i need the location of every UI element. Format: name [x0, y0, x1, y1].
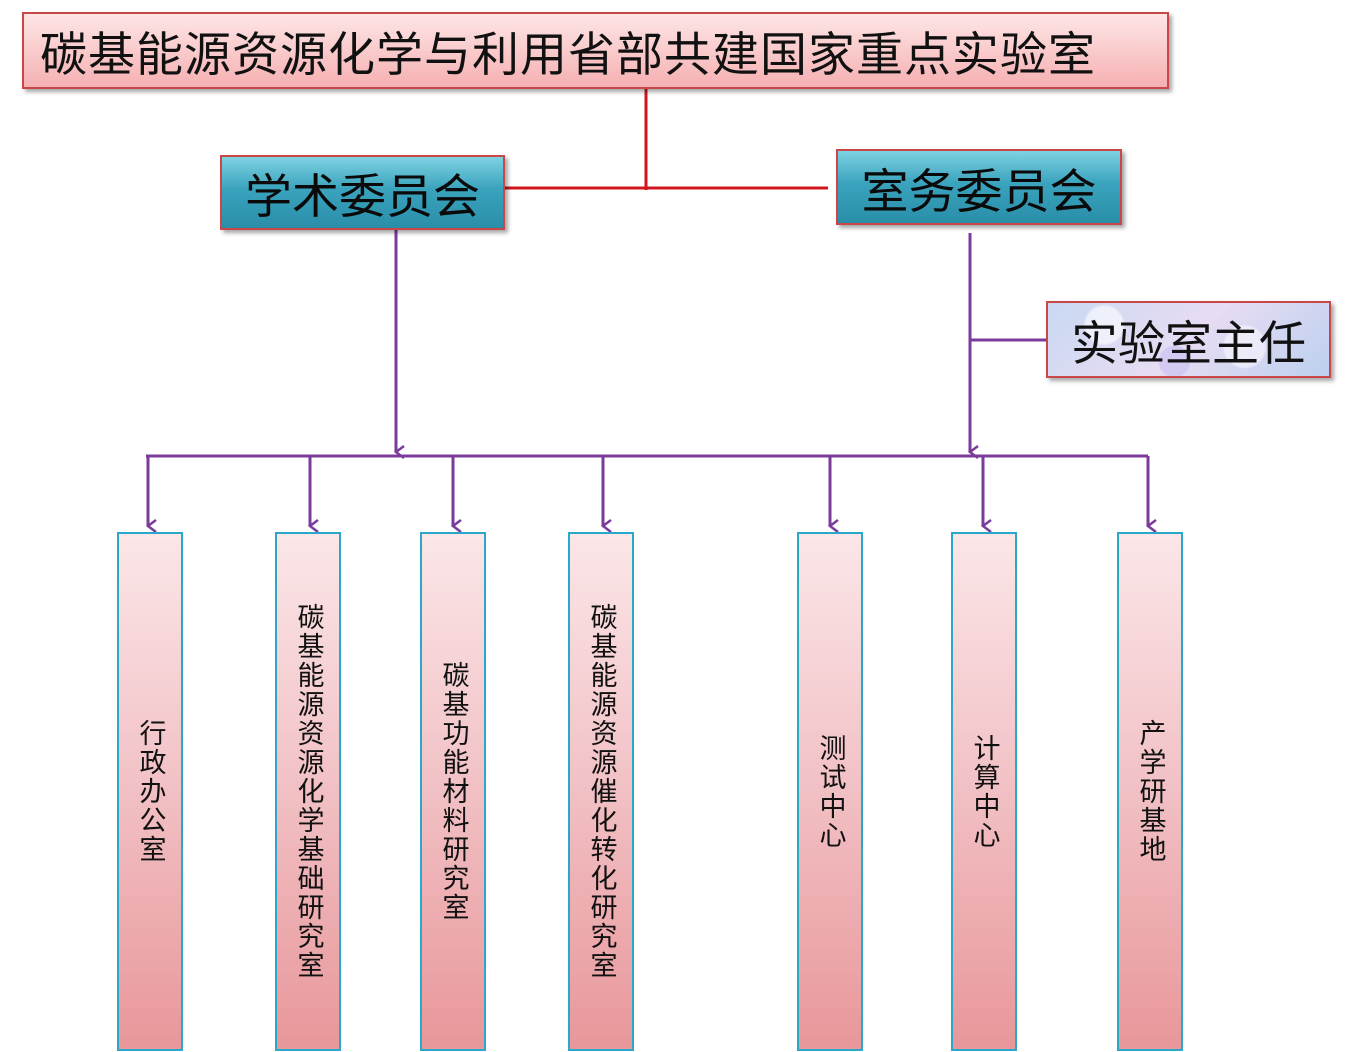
unit-box-testing-center: 测试中心	[797, 532, 863, 1051]
lab-director-label: 实验室主任	[1071, 317, 1306, 372]
unit-box-computing-center: 计算中心	[951, 532, 1017, 1051]
unit-label: 行政办公室	[134, 719, 166, 864]
unit-box-admin-office: 行政办公室	[117, 532, 183, 1051]
unit-label: 测试中心	[814, 733, 846, 850]
unit-label: 产学研基地	[1134, 719, 1166, 864]
unit-box-functional-materials: 碳基功能材料研究室	[420, 532, 486, 1051]
unit-box-catalytic-conversion: 碳基能源资源催化转化研究室	[568, 532, 634, 1051]
unit-box-basic-research: 碳基能源资源化学基础研究室	[275, 532, 341, 1051]
lab-director-box: 实验室主任	[1046, 301, 1331, 378]
unit-label: 计算中心	[968, 733, 1000, 850]
unit-label: 碳基能源资源化学基础研究室	[292, 603, 324, 980]
unit-box-industry-base: 产学研基地	[1117, 532, 1183, 1051]
lab-title: 碳基能源资源化学与利用省部共建国家重点实验室	[40, 28, 1096, 83]
lab-title-box: 碳基能源资源化学与利用省部共建国家重点实验室	[22, 12, 1169, 89]
academic-committee-box: 学术委员会	[220, 155, 505, 230]
academic-committee-label: 学术委员会	[245, 170, 480, 225]
affairs-committee-box: 室务委员会	[836, 149, 1122, 225]
unit-label: 碳基功能材料研究室	[437, 661, 469, 922]
unit-label: 碳基能源资源催化转化研究室	[585, 603, 617, 980]
affairs-committee-label: 室务委员会	[861, 164, 1097, 220]
